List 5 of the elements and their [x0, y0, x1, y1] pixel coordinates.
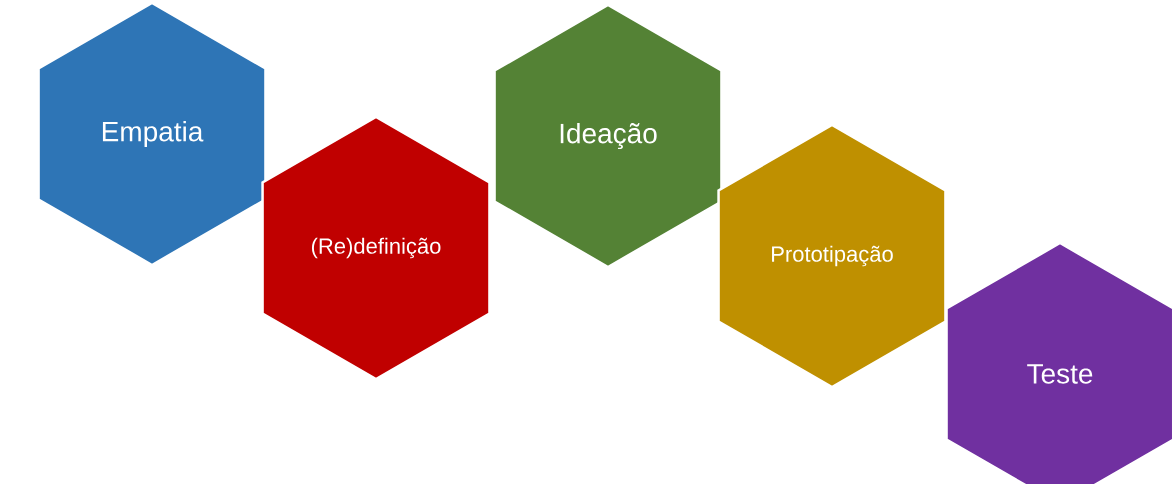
hexagon: Empatia [37, 1, 267, 267]
hexagon: Teste [945, 241, 1172, 484]
hexagon: (Re)definição [261, 115, 491, 381]
hexagon: Prototipação [717, 123, 947, 389]
hexagon: Ideação [493, 3, 723, 269]
